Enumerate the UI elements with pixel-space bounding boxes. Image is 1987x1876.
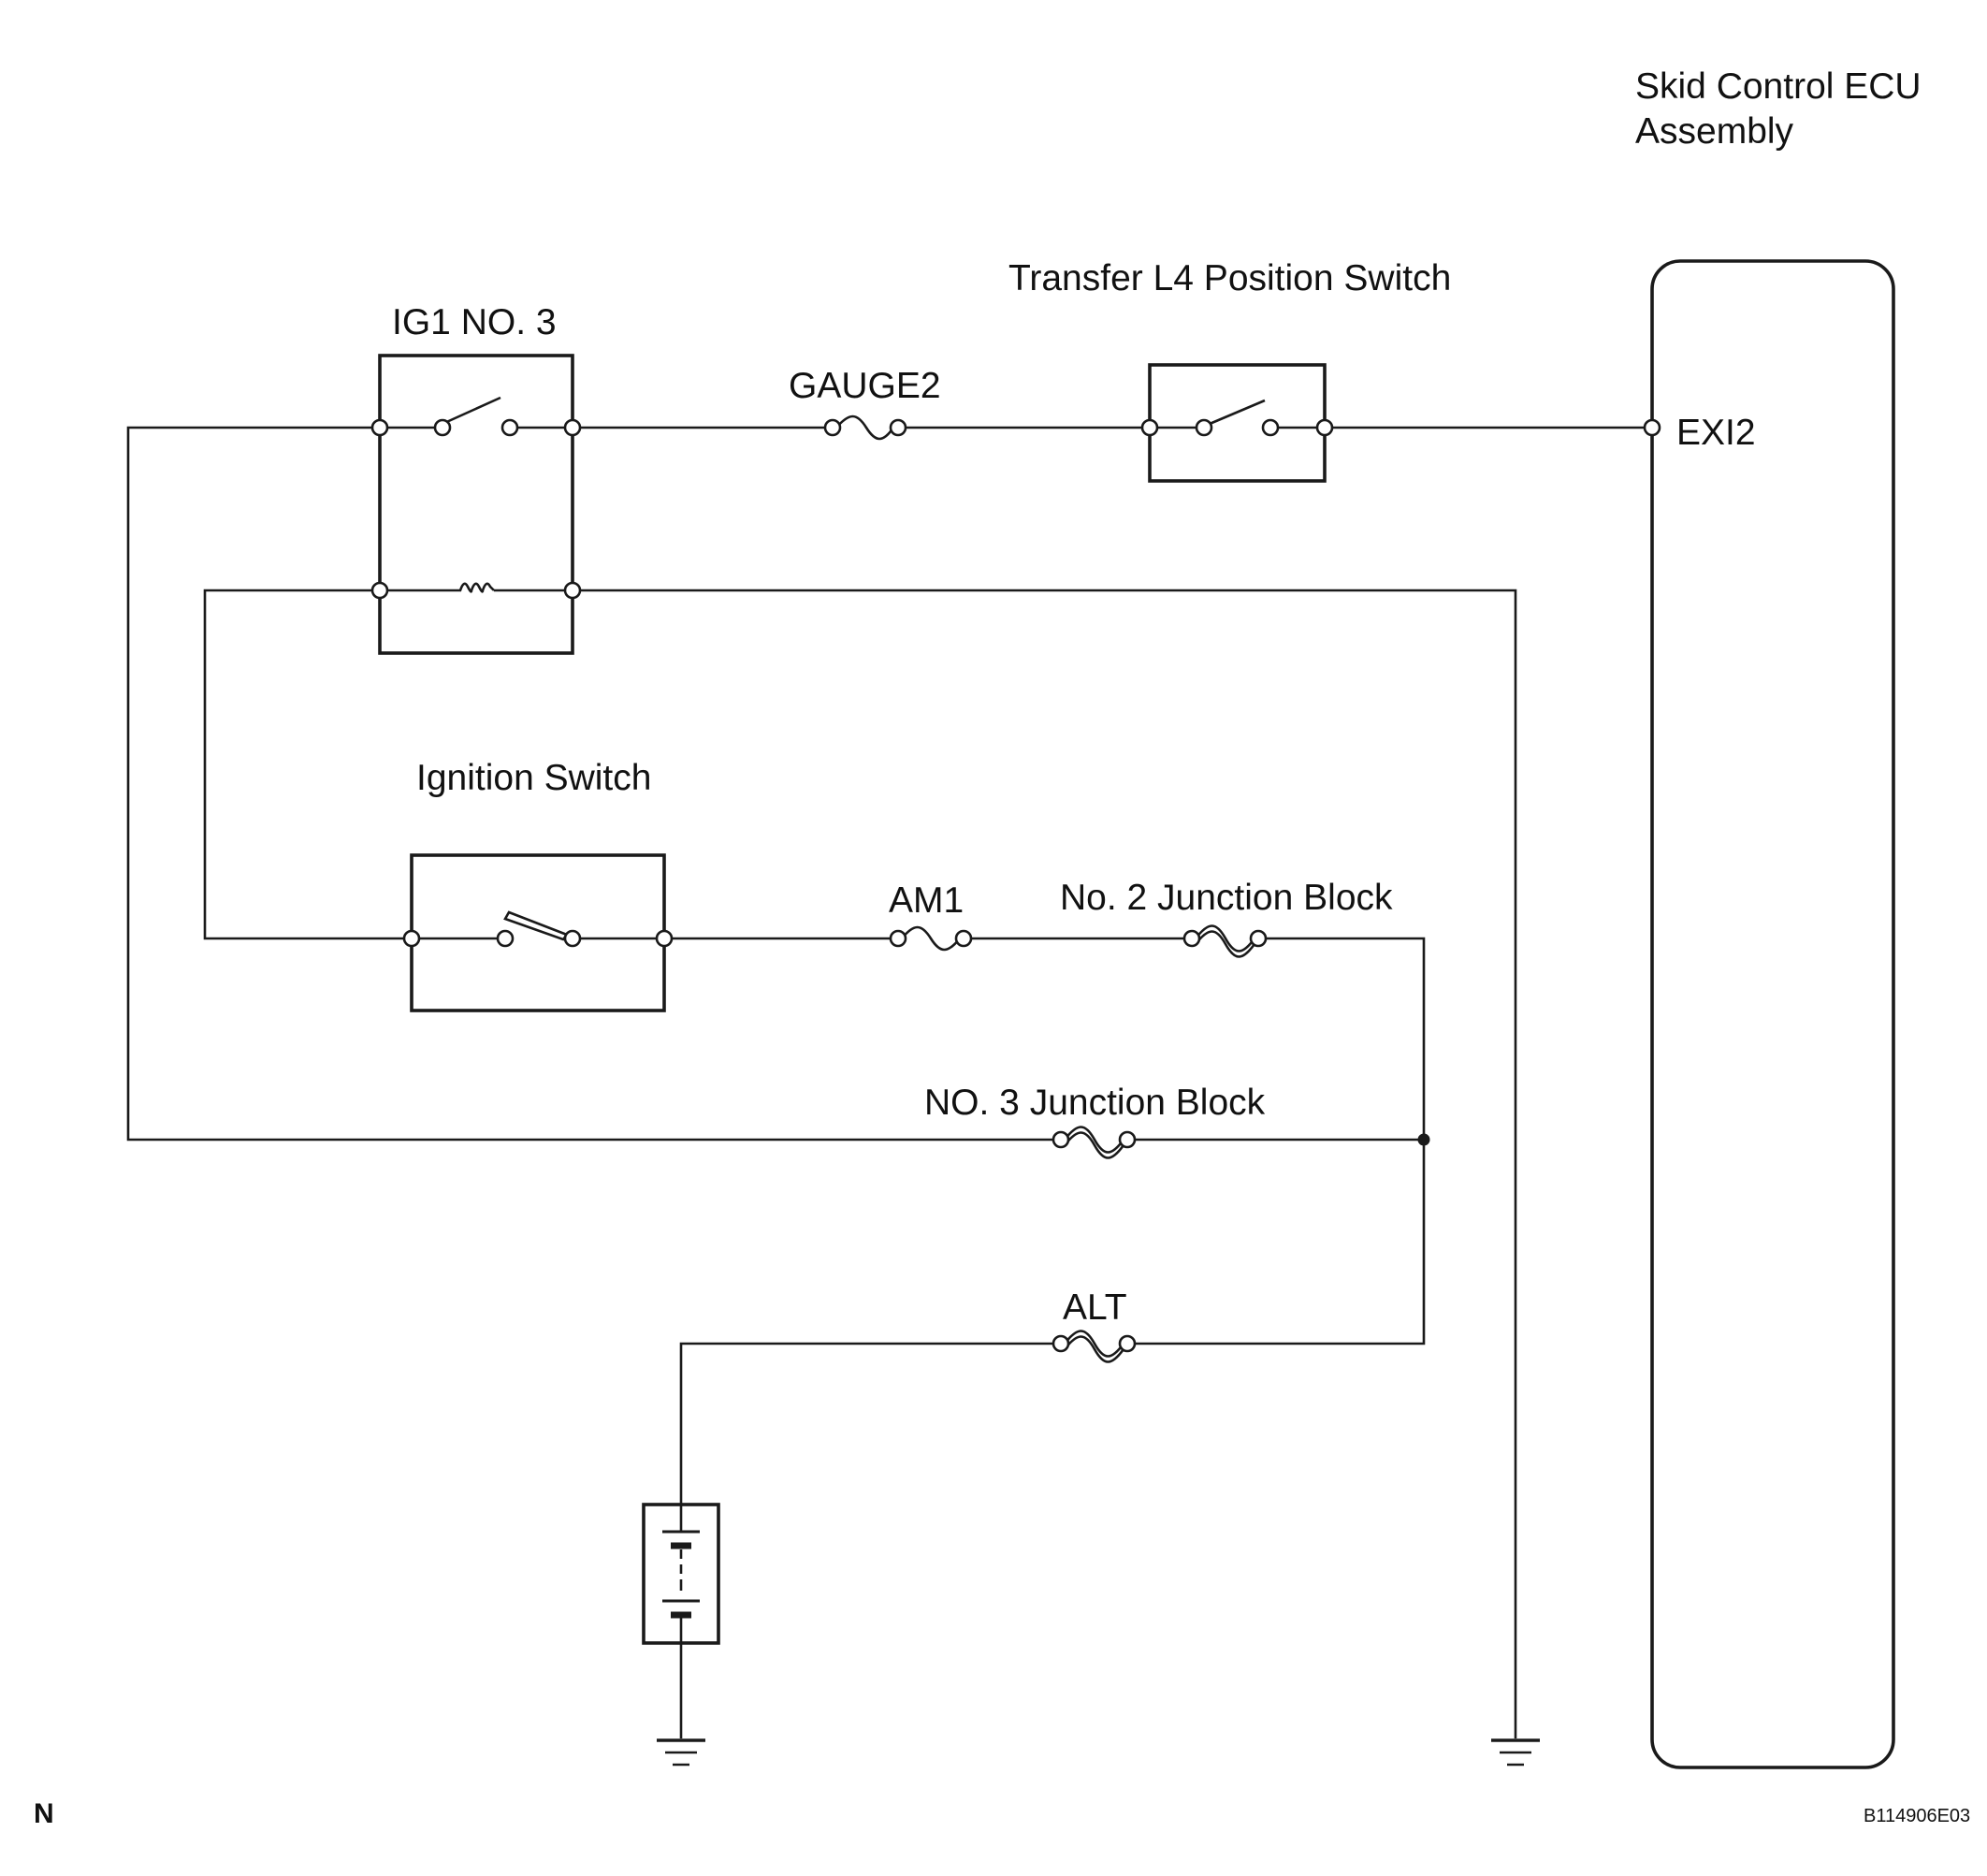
no2-junction-label: No. 2 Junction Block (1060, 878, 1393, 918)
alt-fusible-link (1052, 1330, 1137, 1363)
wire-no2-to-splice (1131, 937, 1426, 1345)
skid-control-ecu-body (1650, 259, 1895, 1769)
am1-fuse (889, 925, 973, 952)
ecu-title-line1: Skid Control ECU (1635, 66, 1922, 107)
corner-letter: N (34, 1798, 54, 1829)
relay-coil-symbol (457, 582, 495, 593)
am1-fuse-label: AM1 (889, 880, 964, 921)
wire-coil-to-ignition-switch (203, 589, 412, 940)
gauge2-fuse (823, 414, 907, 441)
no3-junction-label: NO. 3 Junction Block (924, 1083, 1266, 1123)
no2-junction-block-link (1182, 924, 1268, 958)
exi2-terminal-label: EXI2 (1676, 413, 1756, 453)
ignition-switch (402, 853, 674, 1012)
ground-symbol-battery (657, 1738, 705, 1767)
wire-coil-to-ground (573, 589, 1517, 1738)
ground-symbol-relay-coil (1491, 1738, 1540, 1767)
no3-junction-block-link (1052, 1126, 1137, 1159)
ignition-switch-label: Ignition Switch (416, 758, 651, 798)
ig1-relay-label: IG1 NO. 3 (392, 302, 557, 342)
ig1-no3-relay (370, 354, 582, 655)
alt-fuse-label: ALT (1063, 1287, 1127, 1328)
battery (642, 1503, 720, 1645)
figure-code: B114906E03 (1864, 1806, 1970, 1826)
wire-relay-contact-feed (126, 426, 1057, 1142)
splice-point (1417, 1133, 1430, 1146)
gauge2-fuse-label: GAUGE2 (789, 366, 941, 406)
transfer-l4-position-switch (1140, 363, 1334, 483)
ecu-title-line2: Assembly (1635, 111, 1794, 152)
wire-alt-to-battery (679, 1342, 1057, 1505)
transfer-switch-label: Transfer L4 Position Switch (1008, 258, 1451, 298)
exi2-terminal (1643, 418, 1661, 437)
